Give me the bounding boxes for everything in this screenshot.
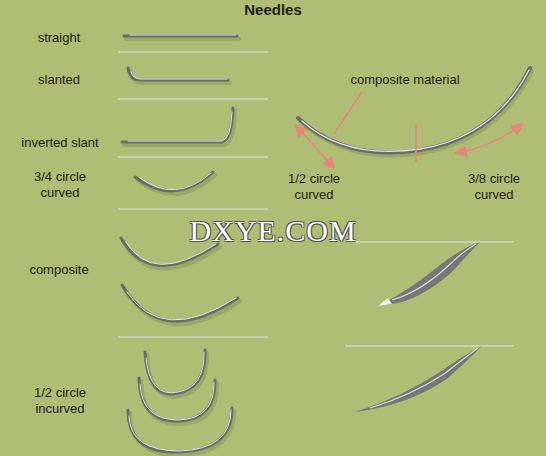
needle-highlights <box>126 35 529 451</box>
needle-type-label: 3/4 circle curved <box>22 169 98 201</box>
watermark: DXYE.COM <box>150 214 396 248</box>
needle-tip-cutting <box>378 242 480 306</box>
diagram-title: Needles <box>198 2 348 18</box>
needle-type-label: 1/2 circle incurved <box>18 385 102 417</box>
needle-type-label: straight <box>4 30 114 46</box>
needle-type-label: composite <box>4 262 114 278</box>
callout-label: 3/8 circle curved <box>456 171 532 203</box>
needle-type-label: inverted slant <box>2 135 118 151</box>
needle-type-label: slanted <box>4 72 114 88</box>
needle-tip-taper <box>355 346 482 412</box>
callout-label: 1/2 circle curved <box>276 171 352 203</box>
needle-bodies <box>121 36 530 452</box>
separator-lines <box>118 52 514 346</box>
red-markers <box>300 92 520 166</box>
needle-shadows <box>123 39 532 455</box>
callout-label: composite material <box>330 72 480 88</box>
